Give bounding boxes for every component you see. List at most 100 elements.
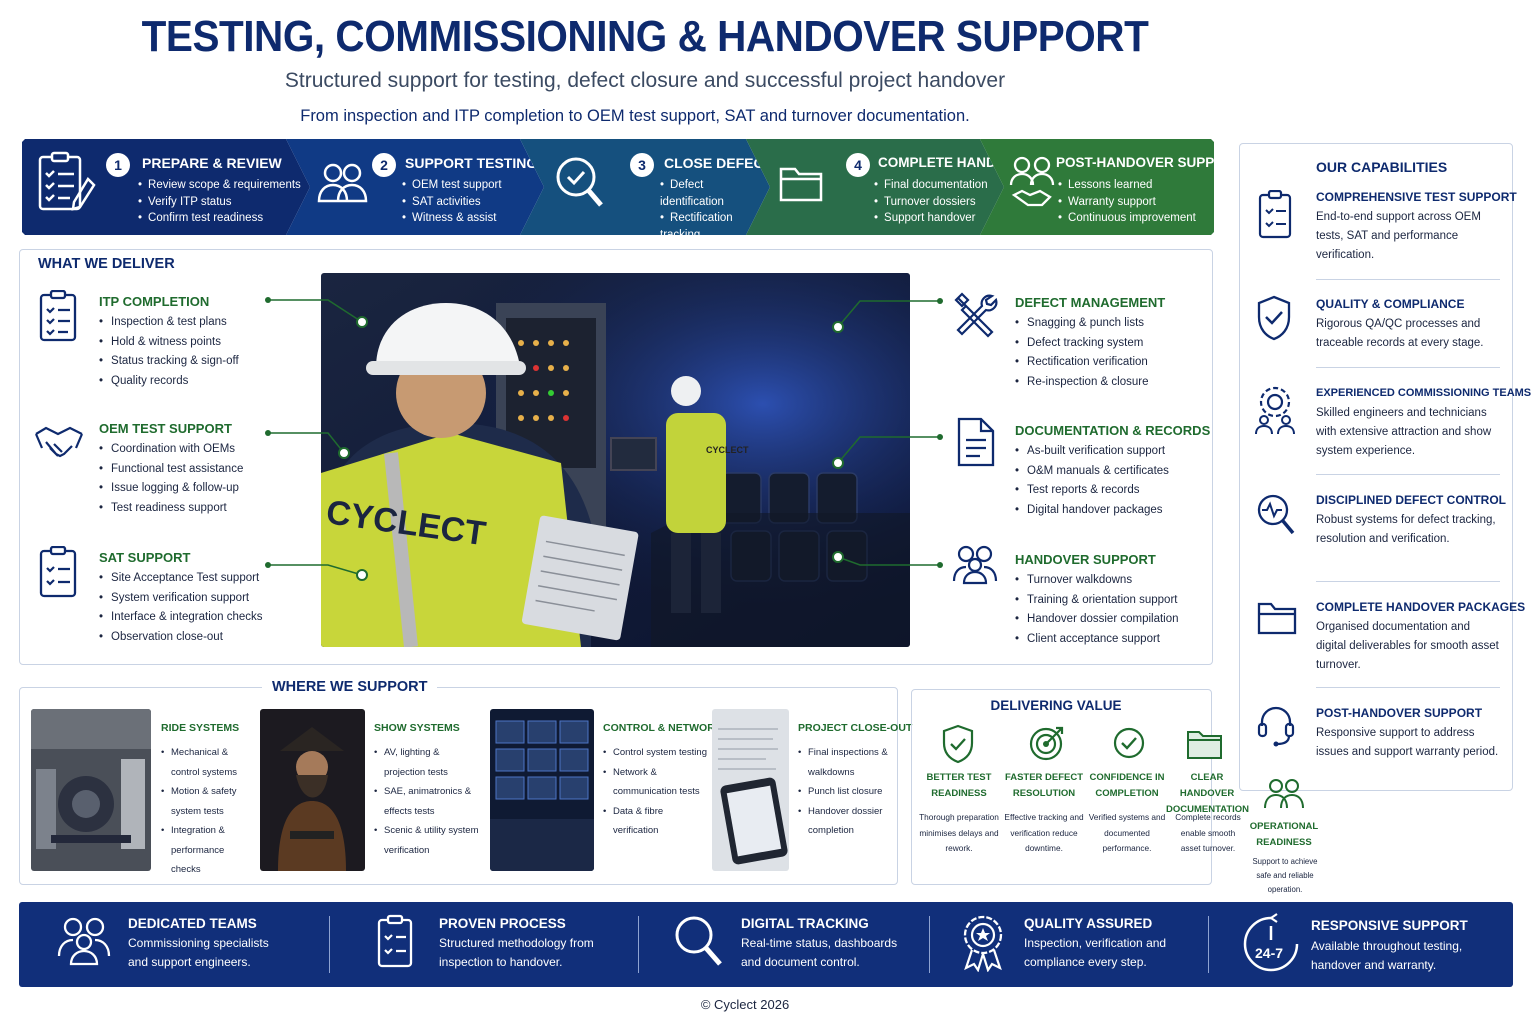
block-item: Digital handover packages (1015, 501, 1210, 521)
document-icon (957, 417, 995, 467)
block-item: Interface & integration checks (99, 608, 263, 628)
connector-lines (265, 297, 943, 581)
step-number: 1 (106, 153, 130, 177)
capability-title: COMPREHENSIVE TEST SUPPORT (1316, 190, 1517, 204)
folder-icon (779, 167, 823, 202)
step-item: Rectification tracking (660, 210, 770, 243)
checklist-icon (39, 546, 77, 598)
step-item: Warranty support (1058, 194, 1196, 211)
area-item: Handover dossier completion (798, 802, 890, 841)
block-item: Rectification verification (1015, 353, 1165, 373)
value-text: Verified systems and documented performa… (1088, 812, 1166, 853)
magnifier-check-icon (556, 157, 603, 207)
deliver-panel (19, 249, 1213, 665)
benefit-title: RESPONSIVE SUPPORT (1311, 918, 1468, 933)
capability-text: Responsive support to address issues and… (1316, 727, 1499, 758)
gear-team-icon (1255, 386, 1295, 435)
page-subtitle: Structured support for testing, defect c… (284, 69, 1006, 92)
benefit-process: PROVEN PROCESS Structured methodology fr… (330, 902, 638, 987)
block-item: Site Acceptance Test support (99, 569, 263, 589)
commissioning-photo: CYCLECT CYCLECT (321, 273, 910, 647)
area-item: Punch list closure (798, 782, 890, 802)
tools-icon (954, 292, 998, 338)
step-title: CLOSE DEFECTS (664, 155, 782, 171)
area-title: CONTROL & NETWORK (603, 722, 723, 734)
folder-icon (1187, 731, 1222, 759)
capabilities-heading: OUR CAPABILITIES (1316, 159, 1448, 175)
deliver-block-oem: OEM TEST SUPPORT Coordination with OEMs … (99, 421, 243, 518)
benefit-text: Structured methodology from inspection t… (439, 936, 594, 969)
value-title: CLEAR HANDOVER DOCUMENTATION (1166, 772, 1250, 815)
capability-text: Skilled engineers and technicians with e… (1316, 407, 1492, 457)
block-item: Training & orientation support (1015, 591, 1179, 611)
value-text: Thorough preparation minimises delays an… (919, 812, 999, 853)
block-item: Snagging & punch lists (1015, 314, 1165, 334)
value-title: FASTER DEFECT RESOLUTION (1004, 772, 1084, 799)
value-title: BETTER TEST READINESS (926, 772, 992, 799)
step-item: Re-test & verification (660, 243, 770, 276)
benefit-text: Real-time status, dashboards and documen… (741, 936, 898, 969)
team-icon (317, 163, 368, 203)
block-item: As-built verification support (1015, 442, 1210, 462)
capability-title: QUALITY & COMPLIANCE (1316, 297, 1465, 311)
block-item: Turnover walkdowns (1015, 571, 1179, 591)
block-item: Hold & witness points (99, 333, 239, 353)
checklist-icon (39, 290, 77, 342)
value-text: Effective tracking and verification redu… (1004, 812, 1084, 853)
block-title: DOCUMENTATION & RECORDS (1015, 423, 1211, 438)
area-item: Scenic & utility system verification (374, 821, 482, 860)
capability-title: EXPERIENCED COMMISSIONING TEAMS (1316, 387, 1532, 399)
headset-icon (1257, 706, 1295, 747)
step-1: 1 PREPARE & REVIEW Review scope & requir… (22, 139, 310, 235)
area-item: Integration & performance checks (161, 821, 253, 880)
step-4: 4 COMPLETE HANDOVER Final documentation … (746, 139, 1034, 235)
benefit-title: DIGITAL TRACKING (741, 916, 869, 931)
checklist-icon (1258, 190, 1292, 239)
checklist-icon (377, 914, 413, 968)
block-title: SAT SUPPORT (99, 550, 191, 565)
shield-check-icon (1257, 295, 1291, 341)
deliver-block-docs: DOCUMENTATION & RECORDS As-built verific… (1015, 423, 1210, 520)
magnifier-pulse-icon (1257, 494, 1295, 535)
step-5: POST-HANDOVER SUPPORT Lessons learned Wa… (980, 139, 1243, 235)
step-2: 2 SUPPORT TESTING OEM test support SAT a… (286, 139, 544, 235)
deliver-block-itp: ITP COMPLETION Inspection & test plans H… (99, 294, 239, 391)
show-systems-image (260, 709, 365, 871)
page-title: TESTING, COMMISSIONING & HANDOVER SUPPOR… (141, 12, 1149, 61)
close-out-image (712, 709, 789, 871)
step-item: Defect identification (660, 177, 770, 210)
benefit-text: Inspection, verification and compliance … (1024, 936, 1167, 969)
step-number: 3 (630, 153, 654, 177)
value-title: OPERATIONAL READINESS (1249, 821, 1319, 848)
process-steps: 1 PREPARE & REVIEW Review scope & requir… (22, 139, 1243, 274)
benefit-tracking: DIGITAL TRACKING Real-time status, dashb… (639, 902, 929, 987)
step-item: Review scope & requirements (138, 177, 301, 194)
block-title: HANDOVER SUPPORT (1015, 552, 1156, 567)
block-item: Client acceptance support (1015, 630, 1179, 650)
area-item: Mechanical & control systems (161, 743, 253, 782)
handshake-people-icon (1009, 156, 1055, 207)
benefit-text: Available throughout testing, handover a… (1311, 939, 1463, 972)
benefit-quality: QUALITY ASSURED Inspection, verification… (930, 902, 1208, 987)
area-title: PROJECT CLOSE-OUT (798, 722, 913, 734)
step-title: PREPARE & REVIEW (142, 155, 282, 171)
block-item: Observation close-out (99, 628, 263, 648)
area-item: Control system testing (603, 743, 709, 763)
step-item: OEM test support (402, 177, 501, 194)
block-item: Test readiness support (99, 499, 243, 519)
step-3: 3 CLOSE DEFECTS Defect identification Re… (520, 139, 781, 274)
area-item: Data & fibre verification (603, 802, 709, 841)
check-circle-icon (1113, 727, 1145, 759)
ride-systems-image (31, 709, 151, 871)
area-item: AV, lighting & projection tests (374, 743, 482, 782)
block-item: Coordination with OEMs (99, 440, 243, 460)
area-item: Motion & safety system tests (161, 782, 253, 821)
vest-logo-2: CYCLECT (706, 445, 749, 455)
deliver-heading: WHAT WE DELIVER (38, 256, 175, 272)
capabilities-panel: OUR CAPABILITIES COMPREHENSIVE TEST SUPP… (1239, 143, 1531, 791)
capability-text: Organised documentation and digital deli… (1316, 621, 1499, 671)
step-item: Turnover dossiers (874, 194, 988, 211)
area-title: SHOW SYSTEMS (374, 722, 460, 734)
step-item: Witness & assist (402, 210, 502, 227)
block-item: System verification support (99, 589, 263, 609)
